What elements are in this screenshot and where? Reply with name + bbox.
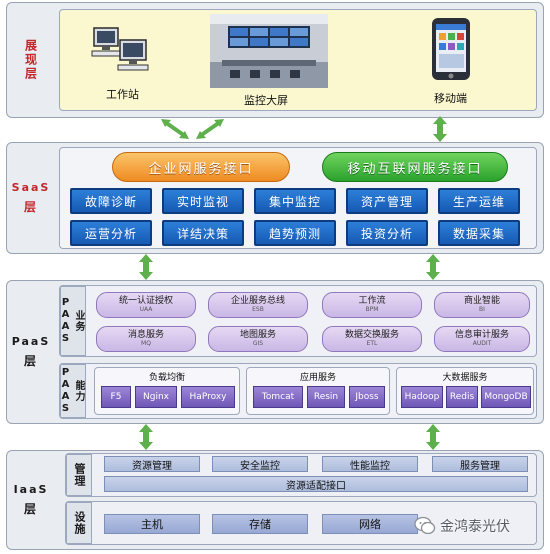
capability-paas-tag: 能力PAAS — [60, 364, 86, 418]
business-paas-tag: 业务PAAS — [60, 286, 86, 356]
monitoring-wall[interactable]: 监控大屏 — [210, 14, 328, 108]
tool-f5[interactable]: F5 — [101, 386, 131, 408]
mobile-terminal-label: 移动端 — [434, 92, 467, 105]
wechat-icon — [414, 516, 436, 535]
module-asset-management[interactable]: 资产管理 — [346, 188, 428, 214]
service-gis-sub: GIS — [252, 340, 264, 347]
service-mq-sub: MQ — [141, 340, 151, 347]
watermark-text: 金鸿泰光伏 — [440, 519, 510, 535]
module-trend-prediction[interactable]: 趋势预测 — [254, 220, 336, 246]
workstation-label: 工作站 — [106, 88, 139, 101]
presentation-layer-label: 展现层 — [23, 39, 38, 81]
load-balancing-title: 负载均衡 — [148, 373, 185, 383]
mgmt-security-monitoring[interactable]: 安全监控 — [212, 456, 308, 472]
service-etl-title: 数据交换服务 — [344, 330, 399, 340]
big-data-services-title: 大数据服务 — [442, 373, 488, 383]
big-data-services-group: 大数据服务 Hadoop Redis MongoDB — [396, 367, 534, 415]
facilities-tag: 设施 — [66, 502, 92, 544]
module-operation-analysis[interactable]: 运营分析 — [70, 220, 152, 246]
workstation[interactable]: 工作站 — [80, 22, 160, 102]
enterprise-network-interface-label: 企业网服务接口 — [148, 161, 254, 177]
module-production-operations[interactable]: 生产运维 — [438, 188, 520, 214]
service-bpm-sub: BPM — [365, 306, 379, 313]
tool-nginx[interactable]: Nginx — [135, 386, 177, 408]
tool-jboss[interactable]: Jboss — [349, 386, 385, 408]
service-esb-sub: ESB — [252, 306, 264, 313]
facility-host[interactable]: 主机 — [104, 514, 200, 534]
presentation-layer: 展现层 工作站 — [6, 2, 544, 118]
tool-tomcat[interactable]: Tomcat — [253, 386, 303, 408]
application-services-title: 应用服务 — [299, 373, 336, 383]
workstation-icon — [91, 27, 149, 71]
application-services-group: 应用服务 Tomcat Resin Jboss — [246, 367, 390, 415]
watermark: 金鸿泰光伏 — [414, 512, 546, 540]
mgmt-performance-monitoring[interactable]: 性能监控 — [322, 456, 418, 472]
mobile-terminal[interactable]: 移动端 — [416, 18, 486, 108]
service-mq-title: 消息服务 — [127, 330, 164, 340]
service-uaa-sub: UAA — [139, 306, 153, 313]
double-arrow-icon — [426, 254, 440, 280]
mobile-internet-interface[interactable]: 移动互联网服务接口 — [322, 152, 508, 182]
module-data-acquisition[interactable]: 数据采集 — [438, 220, 520, 246]
module-fault-diagnosis[interactable]: 故障诊断 — [70, 188, 152, 214]
presentation-panel: 工作站 监控大屏 — [59, 9, 537, 111]
facility-network[interactable]: 网络 — [322, 514, 418, 534]
facility-storage[interactable]: 存储 — [212, 514, 308, 534]
tool-mongodb[interactable]: MongoDB — [481, 386, 531, 408]
module-centralized-monitoring[interactable]: 集中监控 — [254, 188, 336, 214]
double-arrow-icon — [139, 424, 153, 450]
iaas-facilities-panel: 设施 主机 存储 网络 — [65, 501, 537, 545]
service-esb-title: 企业服务总线 — [230, 296, 285, 306]
module-decision[interactable]: 详结决策 — [162, 220, 244, 246]
service-gis-title: 地图服务 — [239, 330, 276, 340]
double-arrow-icon — [196, 119, 224, 139]
service-etl-sub: ETL — [366, 340, 378, 347]
service-bi-sub: BI — [479, 306, 485, 313]
mobile-internet-interface-label: 移动互联网服务接口 — [347, 161, 483, 177]
tool-haproxy[interactable]: HaProxy — [181, 386, 235, 408]
mgmt-service-management[interactable]: 服务管理 — [432, 456, 528, 472]
management-tag: 管理 — [66, 454, 92, 496]
load-balancing-group: 负载均衡 F5 Nginx HaProxy — [94, 367, 240, 415]
tool-redis[interactable]: Redis — [446, 386, 478, 408]
tool-hadoop[interactable]: Hadoop — [401, 386, 443, 408]
module-realtime-monitoring[interactable]: 实时监视 — [162, 188, 244, 214]
capability-paas-panel: 能力PAAS 负载均衡 F5 Nginx HaProxy 应用服务 Tomcat… — [59, 363, 537, 419]
service-audit-sub: AUDIT — [472, 340, 492, 347]
monitoring-wall-label: 监控大屏 — [244, 94, 288, 107]
mobile-phone-icon — [432, 18, 470, 80]
double-arrow-icon — [161, 119, 189, 139]
service-audit-title: 信息审计服务 — [454, 330, 509, 340]
double-arrow-icon — [433, 116, 447, 142]
service-uaa-title: 统一认证授权 — [118, 296, 173, 306]
resource-adapter-interface[interactable]: 资源适配接口 — [104, 476, 528, 492]
double-arrow-icon — [426, 424, 440, 450]
mgmt-resource-management[interactable]: 资源管理 — [104, 456, 200, 472]
module-investment-analysis[interactable]: 投资分析 — [346, 220, 428, 246]
service-bpm-title: 工作流 — [358, 296, 386, 306]
monitoring-wall-icon — [210, 14, 328, 88]
iaas-management-panel: 管理 资源管理 安全监控 性能监控 服务管理 资源适配接口 — [65, 453, 537, 497]
saas-panel: 企业网服务接口 移动互联网服务接口 故障诊断 实时监视 集中监控 资产管理 生产… — [59, 147, 537, 249]
double-arrow-icon — [139, 254, 153, 280]
enterprise-network-interface[interactable]: 企业网服务接口 — [112, 152, 290, 182]
tool-resin[interactable]: Resin — [307, 386, 345, 408]
service-bi-title: 商业智能 — [463, 296, 500, 306]
